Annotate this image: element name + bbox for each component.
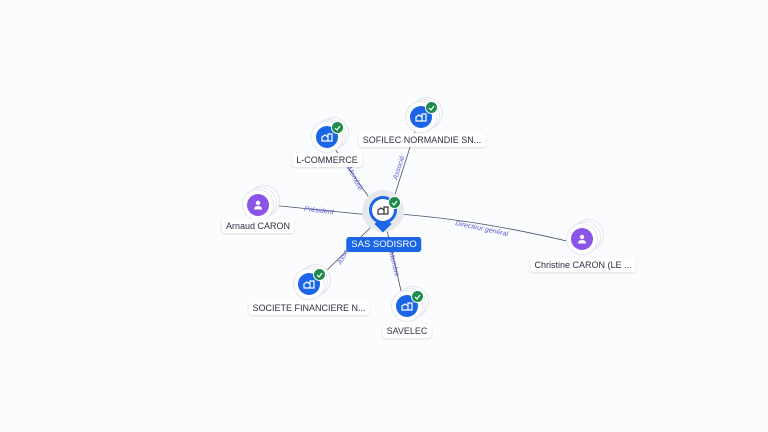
- node-label-christine[interactable]: Christine CARON (LE ...: [530, 258, 636, 272]
- verified-check-icon: [411, 290, 424, 303]
- node-label-arnaud[interactable]: Arnaud CARON: [221, 219, 295, 233]
- node-label-sofilec[interactable]: SOFILEC NORMANDIE SN...: [358, 133, 486, 147]
- verified-check-icon: [425, 101, 438, 114]
- node-christine[interactable]: [567, 220, 607, 256]
- edge-arnaud: [269, 204, 371, 216]
- node-l-commerce[interactable]: [312, 118, 352, 154]
- verified-check-icon: [313, 268, 326, 281]
- person-icon: [571, 228, 593, 250]
- person-icon: [247, 194, 269, 216]
- edge-label-sofilec: Associé: [392, 155, 407, 182]
- node-label-savelec[interactable]: SAVELEC: [382, 324, 432, 338]
- edge-label-savelec: Membre: [387, 251, 400, 278]
- node-arnaud[interactable]: [243, 186, 283, 222]
- edge-label-christine: Directeur général: [455, 220, 509, 238]
- node-label-societe-fin[interactable]: SOCIETE FINANCIERE N...: [248, 301, 370, 315]
- verified-check-icon: [388, 196, 401, 209]
- center-node-label[interactable]: SAS SODISRO: [346, 237, 422, 252]
- verified-check-icon: [331, 121, 344, 134]
- node-societe-fin[interactable]: [294, 265, 334, 301]
- node-label-l-commerce[interactable]: L-COMMERCE: [292, 153, 362, 167]
- edge-christine: [397, 213, 576, 244]
- center-node[interactable]: [362, 190, 406, 234]
- edge-label-l-commerce: Membre: [345, 166, 363, 192]
- node-sofilec[interactable]: [406, 98, 446, 134]
- edge-label-arnaud: Président: [304, 206, 335, 216]
- node-savelec[interactable]: [392, 287, 432, 323]
